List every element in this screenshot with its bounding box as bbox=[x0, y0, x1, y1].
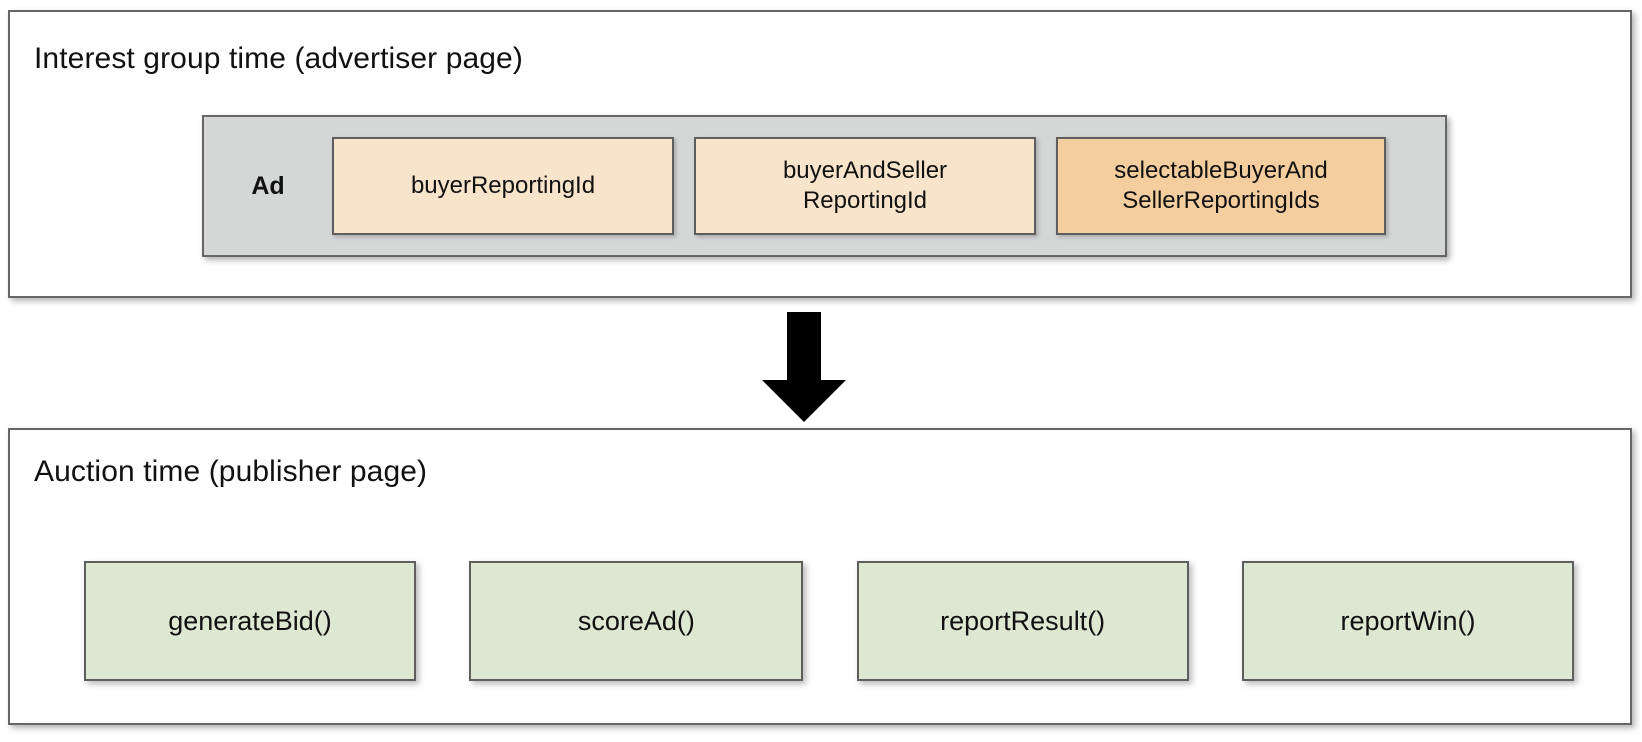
ad-field-buyer-reporting-id: buyerReportingId bbox=[332, 137, 674, 235]
function-box-score-ad: scoreAd() bbox=[469, 561, 804, 681]
ad-field-label: buyerAndSeller ReportingId bbox=[783, 156, 947, 216]
function-box-report-result: reportResult() bbox=[856, 561, 1189, 681]
ad-field-label: selectableBuyerAnd SellerReportingIds bbox=[1114, 156, 1327, 216]
ad-field-label-line1: selectableBuyerAnd bbox=[1114, 157, 1328, 184]
ad-label: Ad bbox=[251, 171, 285, 200]
function-box-label: reportResult() bbox=[940, 605, 1106, 636]
down-arrow-icon bbox=[762, 312, 846, 422]
ad-field-label-line2: ReportingId bbox=[802, 187, 928, 214]
ad-field-label-line1: buyerAndSeller bbox=[782, 157, 948, 184]
function-box-label: scoreAd() bbox=[577, 605, 695, 636]
ad-field-buyer-and-seller-reporting-id: buyerAndSeller ReportingId bbox=[694, 137, 1036, 235]
auction-function-list: generateBid() scoreAd() reportResult() r… bbox=[84, 561, 1574, 681]
panel-title-advertiser: Interest group time (advertiser page) bbox=[34, 42, 523, 75]
function-box-label: generateBid() bbox=[168, 605, 332, 636]
panel-title-publisher: Auction time (publisher page) bbox=[34, 455, 428, 488]
function-box-report-win: reportWin() bbox=[1241, 561, 1574, 681]
panel-interest-group-time: Interest group time (advertiser page) Ad… bbox=[8, 10, 1632, 298]
ad-field-list: buyerReportingId buyerAndSeller Reportin… bbox=[332, 117, 1386, 255]
function-box-label: reportWin() bbox=[1340, 605, 1476, 636]
ad-field-label: buyerReportingId bbox=[410, 172, 596, 199]
ad-field-label-line2: SellerReportingIds bbox=[1122, 187, 1320, 214]
function-box-generate-bid: generateBid() bbox=[84, 561, 416, 681]
panel-auction-time: Auction time (publisher page) generateBi… bbox=[8, 428, 1632, 725]
ad-object-container: Ad buyerReportingId buyerAndSeller Repor… bbox=[202, 115, 1447, 257]
ad-field-selectable-buyer-and-seller-reporting-ids: selectableBuyerAnd SellerReportingIds bbox=[1056, 137, 1386, 235]
